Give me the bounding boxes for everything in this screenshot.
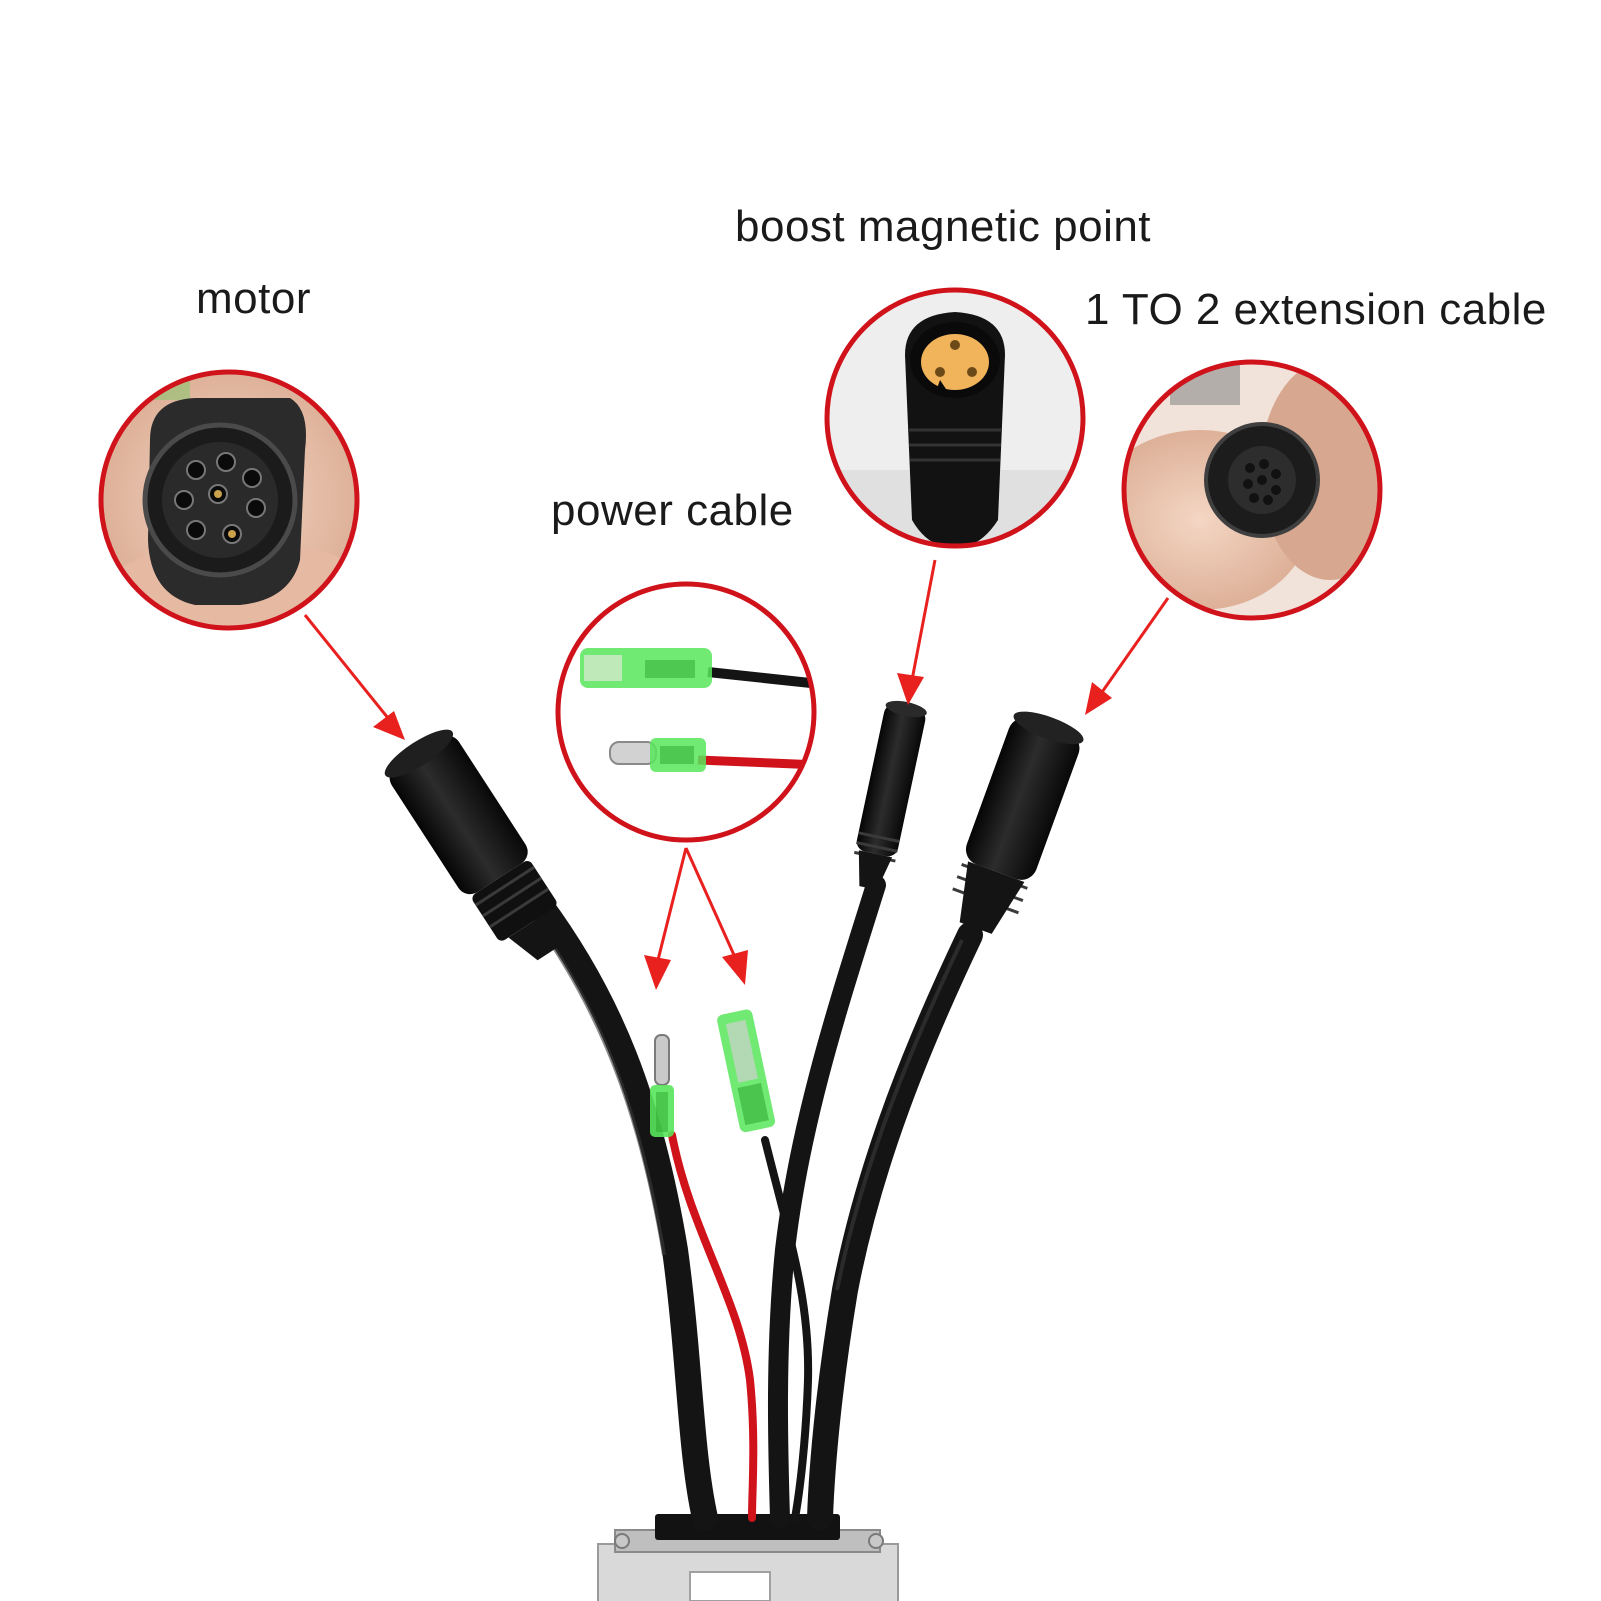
screw-icon	[614, 1533, 630, 1549]
arrow-power-right	[684, 847, 748, 985]
connector-pin-icon	[1243, 459, 1281, 505]
arrow-power-left	[644, 847, 688, 990]
callout-motor	[98, 369, 360, 631]
label-motor: motor	[196, 274, 311, 323]
callout-boost	[824, 287, 1086, 549]
power-terminal-male	[650, 1034, 674, 1137]
arrow-extension	[1085, 597, 1170, 715]
cable-extension	[807, 922, 983, 1531]
cable-power-positive	[668, 1131, 758, 1522]
cable-motor	[527, 892, 718, 1531]
label-extension-cable: 1 TO 2 extension cable	[1085, 285, 1547, 334]
boost-connector-plug	[853, 700, 927, 890]
motor-connector-plug	[384, 729, 560, 961]
arrow-motor	[303, 614, 405, 740]
label-boost-magnetic-point: boost magnetic point	[735, 202, 1152, 251]
cable-boost	[767, 875, 886, 1528]
controller-box	[597, 1514, 899, 1601]
arrow-boost	[897, 559, 937, 705]
label-power-cable: power cable	[551, 486, 794, 535]
callout-extension	[1121, 359, 1383, 621]
screw-icon	[868, 1533, 884, 1549]
power-terminal-female	[717, 1009, 776, 1133]
callout-power	[555, 581, 817, 843]
extension-connector-plug	[952, 711, 1084, 934]
